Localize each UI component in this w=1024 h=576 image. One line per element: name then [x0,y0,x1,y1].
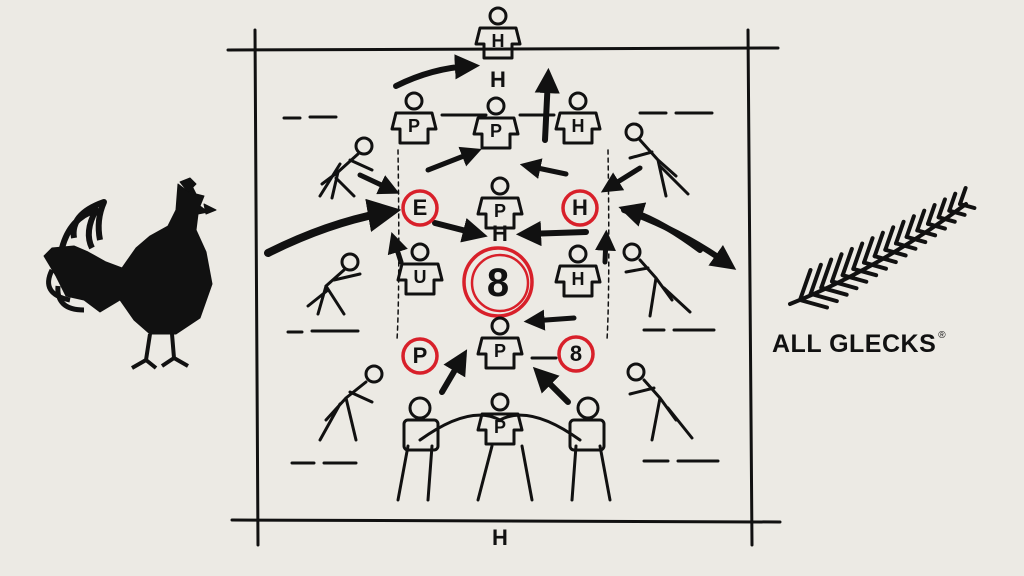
player-17: H [492,525,508,550]
player-label: H [572,116,585,136]
player-5: H [554,91,602,145]
player-13-circled: P [401,337,439,375]
player-label: P [408,116,420,136]
player-4: P [472,96,520,150]
player-label: P [490,121,502,141]
player-label: E [413,195,428,220]
player-12: H [554,244,602,298]
front-row-bind [396,396,612,502]
player-label: P [494,417,506,437]
player-figure-right-1 [624,122,690,198]
player-3: P [390,91,438,145]
player-label: 8 [487,261,509,305]
player-15-circled: 8 [557,335,595,373]
player-figure-right-3 [626,362,694,442]
player-label: P [494,201,506,221]
player-8-circled: H [561,189,599,227]
player-7: P [476,176,524,230]
player-label: H [572,195,588,220]
yard-dashes [282,111,720,465]
side-players [306,122,694,442]
player-label: H [492,525,508,550]
player-figure-right-2 [622,242,692,318]
player-16: P [476,392,524,446]
arrow-up-right [534,67,560,143]
player-label: H [492,221,508,246]
player-label: H [490,67,506,92]
player-label: H [572,269,585,289]
movement-arrows [264,54,737,405]
player-2: H [490,67,506,92]
arrow-top-sweep [393,54,481,89]
rooster-icon [43,177,217,370]
player-1: H [474,6,522,60]
player-label: 8 [570,341,582,366]
player-label: H [492,31,505,51]
arrow-right-back [618,202,703,253]
player-14: P [476,316,524,370]
silver-fern-icon [788,186,977,310]
player-label: P [494,341,506,361]
player-11: U [396,242,444,296]
player-figure-left-3 [318,364,384,442]
player-10-circled: 8 [462,246,534,318]
registered-mark: ® [938,330,947,341]
brand-wordmark: ALL GLECKS® [772,330,946,359]
player-9: H [492,221,508,246]
player-label: P [413,343,428,368]
player-figure-left-1 [318,136,374,200]
arrow-left-wide [264,198,402,257]
player-6-circled: E [401,189,439,227]
player-label: U [414,267,427,287]
field-frame [226,28,782,547]
player-figure-left-2 [306,252,362,316]
brand-name: ALL GLECKS [772,330,937,358]
